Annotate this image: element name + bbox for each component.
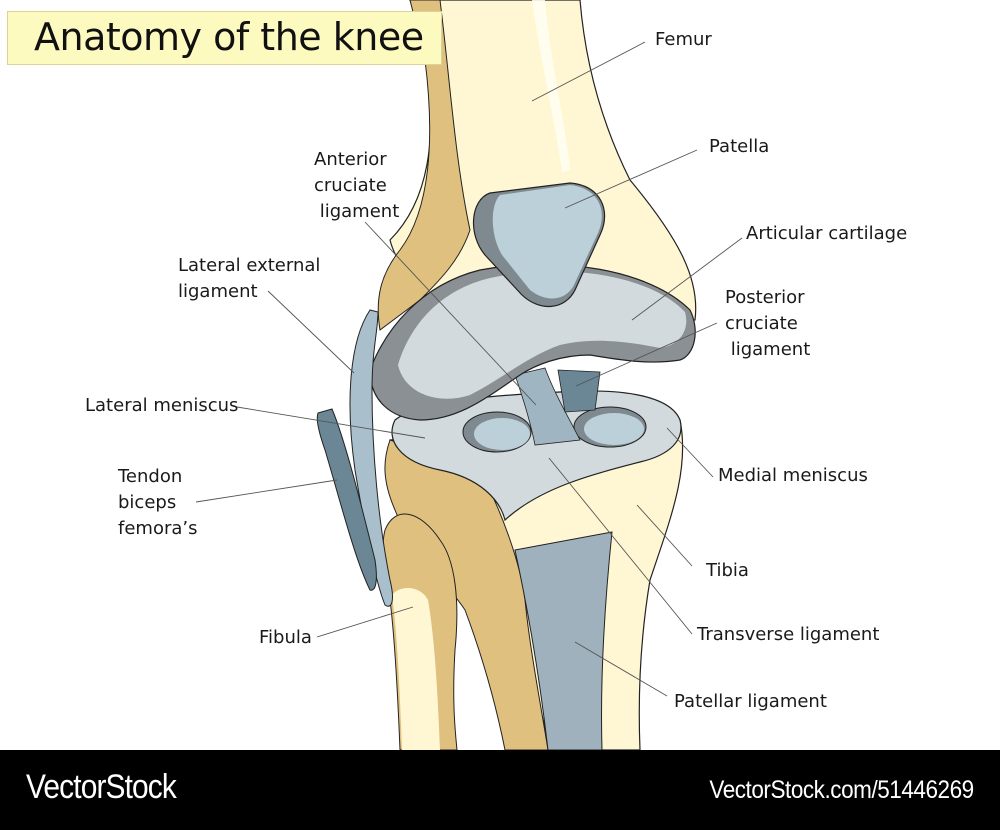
label-tendon-biceps-femoris: Tendon biceps femora’s [118, 466, 198, 539]
watermark-footer: VectorStock VectorStock.com/51446269 [0, 750, 1000, 830]
label-femur: Femur [655, 29, 712, 50]
label-transverse-ligament: Transverse ligament [697, 624, 880, 645]
patellar-ligament [514, 531, 613, 750]
patella [473, 182, 606, 308]
label-patella: Patella [709, 136, 770, 157]
label-lateral-external-ligament: Lateral external ligament [178, 255, 321, 302]
fibula [382, 513, 458, 750]
anterior-cruciate-ligament [514, 367, 581, 446]
image-url: VectorStock.com/51446269 [709, 776, 975, 804]
page-title: Anatomy of the knee [34, 15, 424, 59]
label-patellar-ligament: Patellar ligament [674, 691, 827, 712]
leader-lines [195, 41, 743, 697]
title-banner: Anatomy of the knee [7, 11, 442, 65]
posterior-cruciate-ligament [557, 369, 601, 413]
label-fibula: Fibula [259, 627, 312, 648]
label-medial-meniscus: Medial meniscus [718, 465, 868, 486]
knee-anatomy-illustration [195, 0, 743, 750]
label-posterior-cruciate-ligament: Posterior cruciate ligament [725, 287, 811, 360]
label-lateral-meniscus: Lateral meniscus [85, 395, 239, 416]
label-tibia: Tibia [706, 560, 749, 581]
articular-cartilage [369, 263, 696, 421]
label-anterior-cruciate-ligament: Anterior cruciate ligament [314, 149, 400, 222]
menisci [391, 390, 682, 522]
femur [377, 0, 697, 331]
tendon-biceps-femoris [316, 408, 377, 591]
label-articular-cartilage: Articular cartilage [746, 223, 908, 244]
brand-logo: VectorStock [26, 768, 177, 806]
